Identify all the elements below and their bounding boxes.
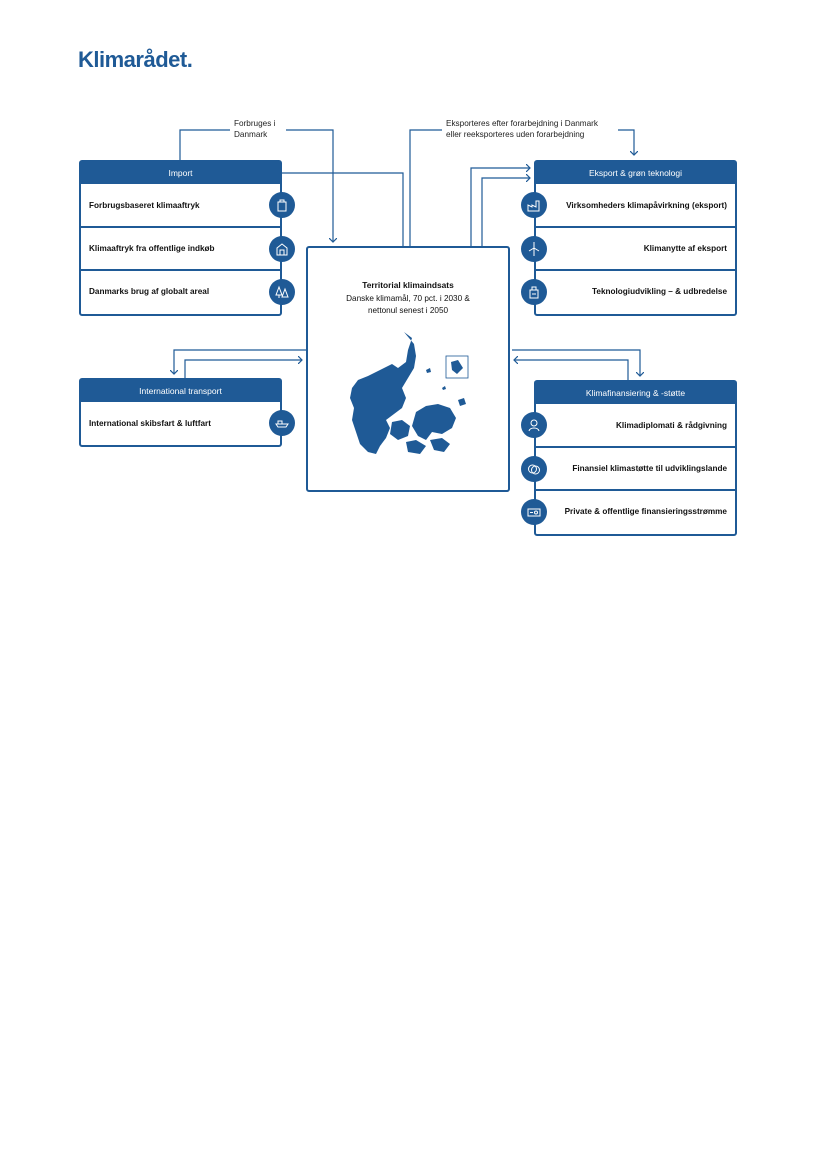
export-panel: Eksport & grøn teknologi Virksomheders k… [521,160,737,316]
ship-icon [269,410,295,436]
wind-turbine-icon [521,235,547,262]
arrow-center-to-export-2 [481,178,530,246]
import-row-label: Danmarks brug af globalt areal [89,287,210,296]
finance-row: Klimadiplomati & rådgivning [521,404,735,446]
finance-row: Private & offentlige finansieringsstrømm… [521,489,735,532]
import-row: Forbrugsbaseret klimaaftryk [81,184,295,226]
export-row-label: Teknologiudvikling – & udbredelse [592,287,727,296]
import-row: Danmarks brug af globalt areal [81,269,295,312]
export-row: Teknologiudvikling – & udbredelse [521,269,735,312]
transport-row: International skibsfart & luftfart [81,402,295,444]
arrow-transport-to-center [184,360,302,378]
banknote-icon [521,498,547,525]
finance-row-label: Finansiel klimastøtte til udviklingsland… [572,464,727,473]
person-icon [521,412,547,438]
technology-icon [521,278,547,305]
transport-panel: International transport International sk… [79,378,295,447]
arrow-consumed [179,129,333,242]
transport-title: International transport [81,380,280,402]
arrow-export-note-right [618,129,634,155]
center-title: Territorial klimaindsats [362,280,454,290]
arrow-finance-to-center [514,360,629,380]
export-title: Eksport & grøn teknologi [536,162,735,184]
arrow-center-to-transport [174,349,306,374]
transport-row-label: International skibsfart & luftfart [89,418,211,428]
export-row-label: Virksomheders klimapåvirkning (eksport) [566,200,727,210]
export-row: Klimanytte af eksport [521,226,735,269]
klimaraadet-logo: Klimarådet. [78,47,193,72]
note-consumed: Forbruges i Danmark [234,119,276,139]
factory-icon [521,192,547,218]
import-row-label: Klimaaftryk fra offentlige indkøb [89,244,215,253]
export-row-label: Klimanytte af eksport [643,244,727,253]
import-title: Import [81,162,280,184]
finance-row-label: Klimadiplomati & rådgivning [616,420,727,430]
arrow-export-note-left [409,129,442,248]
arrow-center-to-export-1 [470,168,530,246]
center-subtitle: Danske klimamål, 70 pct. i 2030 & netton… [346,294,470,315]
note-exported: Eksporteres efter forarbejdning i Danmar… [446,119,598,139]
shopping-bag-icon [269,192,295,218]
building-icon [269,235,295,262]
arrow-center-to-finance [512,349,640,376]
import-row: Klimaaftryk fra offentlige indkøb [81,226,295,269]
finance-panel: Klimafinansiering & -støtte Klimadiploma… [521,380,737,536]
import-panel: Import Forbrugsbaseret klimaaftryk Klima… [79,160,295,316]
finance-row: Finansiel klimastøtte til udviklingsland… [521,446,735,489]
denmark-map [350,332,469,454]
import-row-label: Forbrugsbaseret klimaaftryk [89,200,200,210]
arrow-import-to-center [282,172,404,248]
trees-icon [269,278,295,305]
finance-title: Klimafinansiering & -støtte [536,382,735,404]
coins-icon [521,455,547,482]
territorial-box: Territorial klimaindsats Danske klimamål… [306,246,510,492]
export-row: Virksomheders klimapåvirkning (eksport) [521,184,735,226]
finance-row-label: Private & offentlige finansieringsstrømm… [564,507,727,516]
